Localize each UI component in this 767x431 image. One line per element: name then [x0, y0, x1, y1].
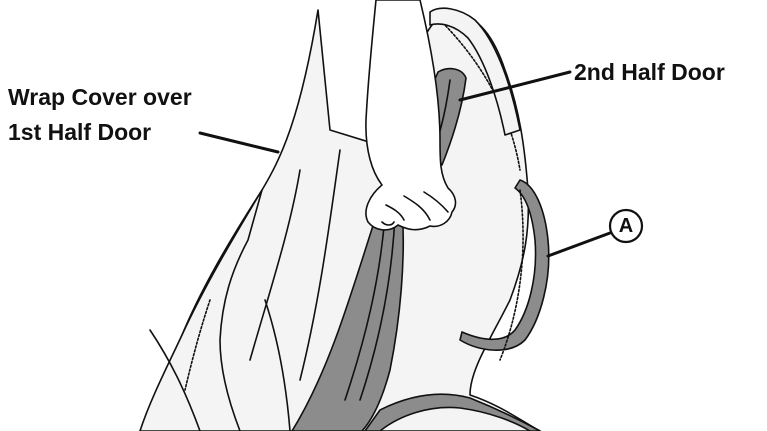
label-wrap-cover-line1: Wrap Cover over	[8, 84, 192, 111]
label-wrap-cover-line2: 1st Half Door	[8, 119, 151, 146]
label-second-half-door: 2nd Half Door	[574, 59, 725, 86]
leader-callout-a	[548, 233, 610, 256]
callout-a-label: A	[611, 211, 641, 241]
leader-wrap-cover	[200, 133, 278, 152]
